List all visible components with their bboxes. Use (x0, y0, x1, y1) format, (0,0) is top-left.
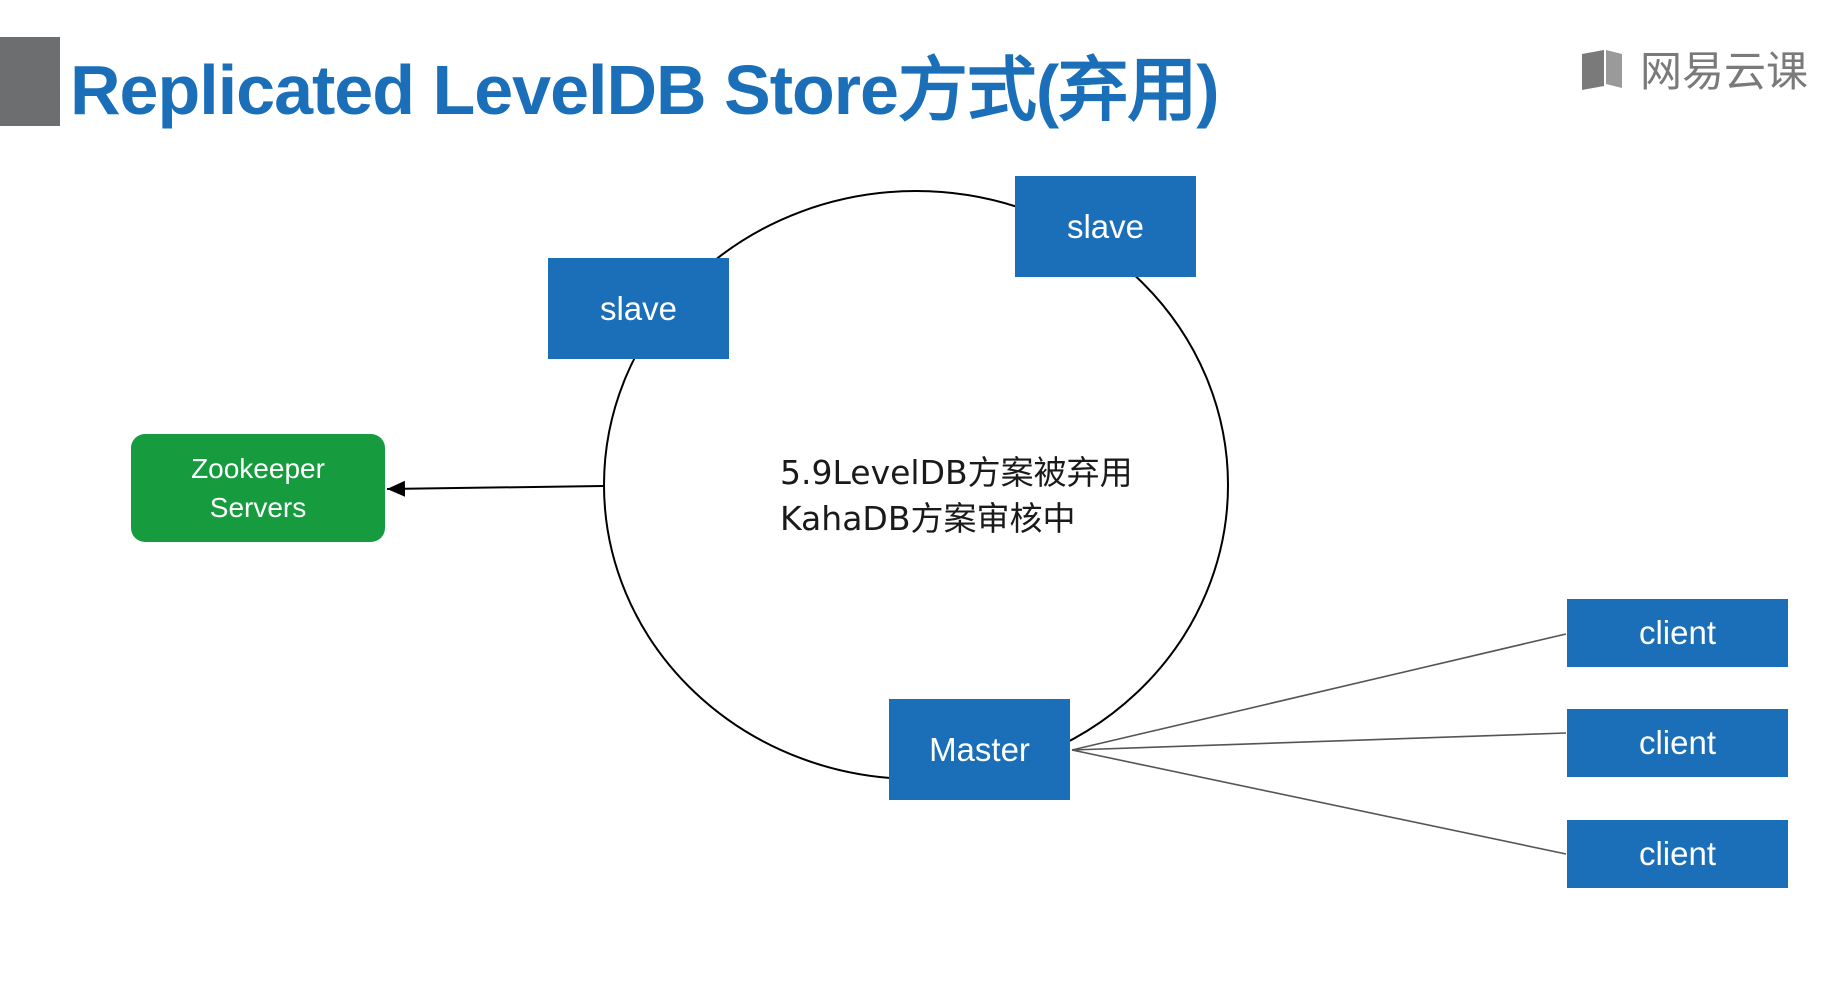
brand-logo-text: 网易云课 (1640, 47, 1809, 96)
zookeeper-label-line2: Servers (209, 492, 307, 523)
client-node-3: client (1567, 820, 1788, 888)
zookeeper-servers-node: Zookeeper Servers (131, 434, 385, 542)
title-accent-bar (0, 37, 60, 126)
client-1-line (1071, 633, 1567, 751)
client-node-1: client (1567, 599, 1788, 667)
master-node: Master (889, 699, 1070, 800)
client-node-2: client (1567, 709, 1788, 777)
slave-node-top: slave (1015, 176, 1196, 277)
book-icon (1582, 49, 1622, 90)
center-note: 5.9LevelDB方案被弃用 KahaDB方案审核中 (780, 450, 1133, 542)
client-2-line (1071, 732, 1567, 751)
center-note-line2: KahaDB方案审核中 (780, 499, 1076, 539)
zookeeper-label-line1: Zookeeper (191, 452, 325, 484)
center-note-line1: 5.9LevelDB方案被弃用 (780, 453, 1133, 492)
slave-node-left: slave (548, 258, 729, 359)
slide-title: Replicated LevelDB Store方式(弃用) (70, 51, 1220, 129)
ring-to-zookeeper-arrow (386, 480, 604, 497)
brand-logo: 网易云课 (1578, 38, 1808, 99)
client-3-line (1071, 749, 1567, 855)
